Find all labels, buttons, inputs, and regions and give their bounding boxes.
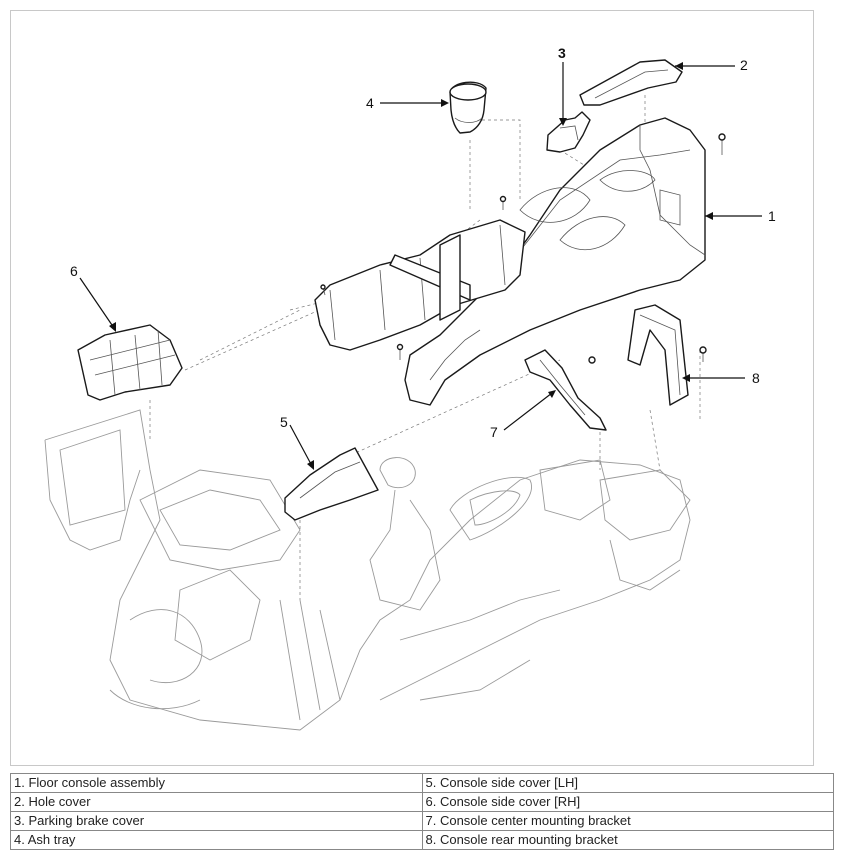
legend-item: 1. Floor console assembly: [10, 773, 423, 793]
parts-legend-table: 1. Floor console assembly 5. Console sid…: [10, 773, 834, 850]
callout-4: 4: [366, 95, 374, 111]
callout-8: 8: [752, 370, 760, 386]
console-side-cover-rh: [77, 324, 183, 401]
legend-item: 4. Ash tray: [10, 830, 423, 850]
callout-7: 7: [490, 424, 498, 440]
floor-console-assembly: [314, 117, 726, 406]
legend-item: 8. Console rear mounting bracket: [421, 830, 834, 850]
hole-cover: [579, 59, 683, 106]
projection-lines: [149, 95, 701, 600]
callout-5: 5: [280, 414, 288, 430]
legend-item: 7. Console center mounting bracket: [421, 811, 834, 831]
legend-item: 5. Console side cover [LH]: [421, 773, 834, 793]
ash-tray: [449, 81, 487, 134]
legend-item: 6. Console side cover [RH]: [421, 792, 834, 812]
console-center-mounting-bracket: [524, 349, 607, 431]
legend-item: 2. Hole cover: [10, 792, 423, 812]
legend-row: 3. Parking brake cover 7. Console center…: [10, 811, 834, 831]
parking-brake-cover: [546, 111, 591, 153]
callout-6: 6: [70, 263, 78, 279]
exploded-view-diagram: 1 2 3 4 5 6 7 8: [44, 45, 776, 731]
leader-lines: [79, 62, 762, 470]
legend-row: 1. Floor console assembly 5. Console sid…: [10, 773, 834, 793]
legend-row: 4. Ash tray 8. Console rear mounting bra…: [10, 830, 834, 850]
vehicle-floor-background: [44, 409, 691, 731]
console-side-cover-lh: [284, 447, 379, 521]
console-rear-mounting-bracket: [627, 304, 689, 406]
callout-1: 1: [768, 208, 776, 224]
legend-item: 3. Parking brake cover: [10, 811, 423, 831]
legend-row: 2. Hole cover 6. Console side cover [RH]: [10, 792, 834, 812]
callout-2: 2: [740, 57, 748, 73]
callout-3: 3: [558, 45, 566, 61]
